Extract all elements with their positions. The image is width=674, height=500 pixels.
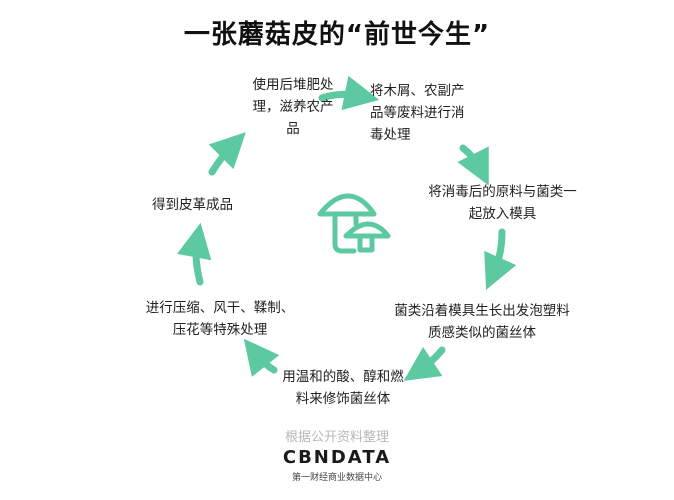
step-text: 进行压缩、风干、鞣制、 xyxy=(145,300,295,316)
step-finished-leather: 得到皮革成品 xyxy=(152,194,262,216)
step-text: 将木屑、农副产 xyxy=(370,83,465,99)
source-note: 根据公开资料整理 xyxy=(284,430,389,445)
page-title: 一张蘑菇皮的“前世今生” xyxy=(183,20,491,50)
step-text: 使用后堆肥处 xyxy=(252,77,334,93)
step-text: 品 xyxy=(286,121,300,137)
step-grow-mycelium: 菌类沿着模具生长出发泡塑料 质感类似的菌丝体 xyxy=(382,300,582,344)
cycle-arrow-4 xyxy=(403,346,446,381)
step-text: 将消毒后的原料与菌类一 xyxy=(428,184,577,200)
step-text: 起放入模具 xyxy=(468,206,537,222)
step-text: 压花等特殊处理 xyxy=(172,322,268,338)
step-text: 用温和的酸、醇和燃 xyxy=(282,369,404,385)
mushroom-icon xyxy=(317,193,391,254)
step-text: 理，滋养农产 xyxy=(252,99,334,115)
step-compost: 使用后堆肥处 理，滋养农产 品 xyxy=(218,74,368,140)
step-text: 质感类似的菌丝体 xyxy=(428,325,536,341)
step-text: 品等废料进行消 xyxy=(370,105,465,121)
cycle-arrow-2 xyxy=(457,144,489,186)
cycle-arrow-3 xyxy=(484,228,517,290)
cycle-arrow-6 xyxy=(176,222,212,286)
step-text: 毒处理 xyxy=(370,127,411,143)
cycle-arrow-5 xyxy=(243,338,280,377)
cycle-arrow-1 xyxy=(318,75,380,111)
step-text: 菌类沿着模具生长出发泡塑料 xyxy=(394,303,570,319)
brand-logo: CBNDATA xyxy=(282,447,392,468)
brand-tagline: 第一财经商业数据中心 xyxy=(291,473,382,483)
step-text: 料来修饰菌丝体 xyxy=(295,391,391,407)
step-modify: 用温和的酸、醇和燃 料来修饰菌丝体 xyxy=(278,366,408,410)
step-press: 进行压缩、风干、鞣制、 压花等特殊处理 xyxy=(140,297,300,341)
step-mold: 将消毒后的原料与菌类一 起放入模具 xyxy=(415,181,590,225)
cycle-arrow-7 xyxy=(208,132,246,176)
step-sterilize: 将木屑、农副产 品等废料进行消 毒处理 xyxy=(370,80,500,146)
step-text: 得到皮革成品 xyxy=(152,197,233,213)
